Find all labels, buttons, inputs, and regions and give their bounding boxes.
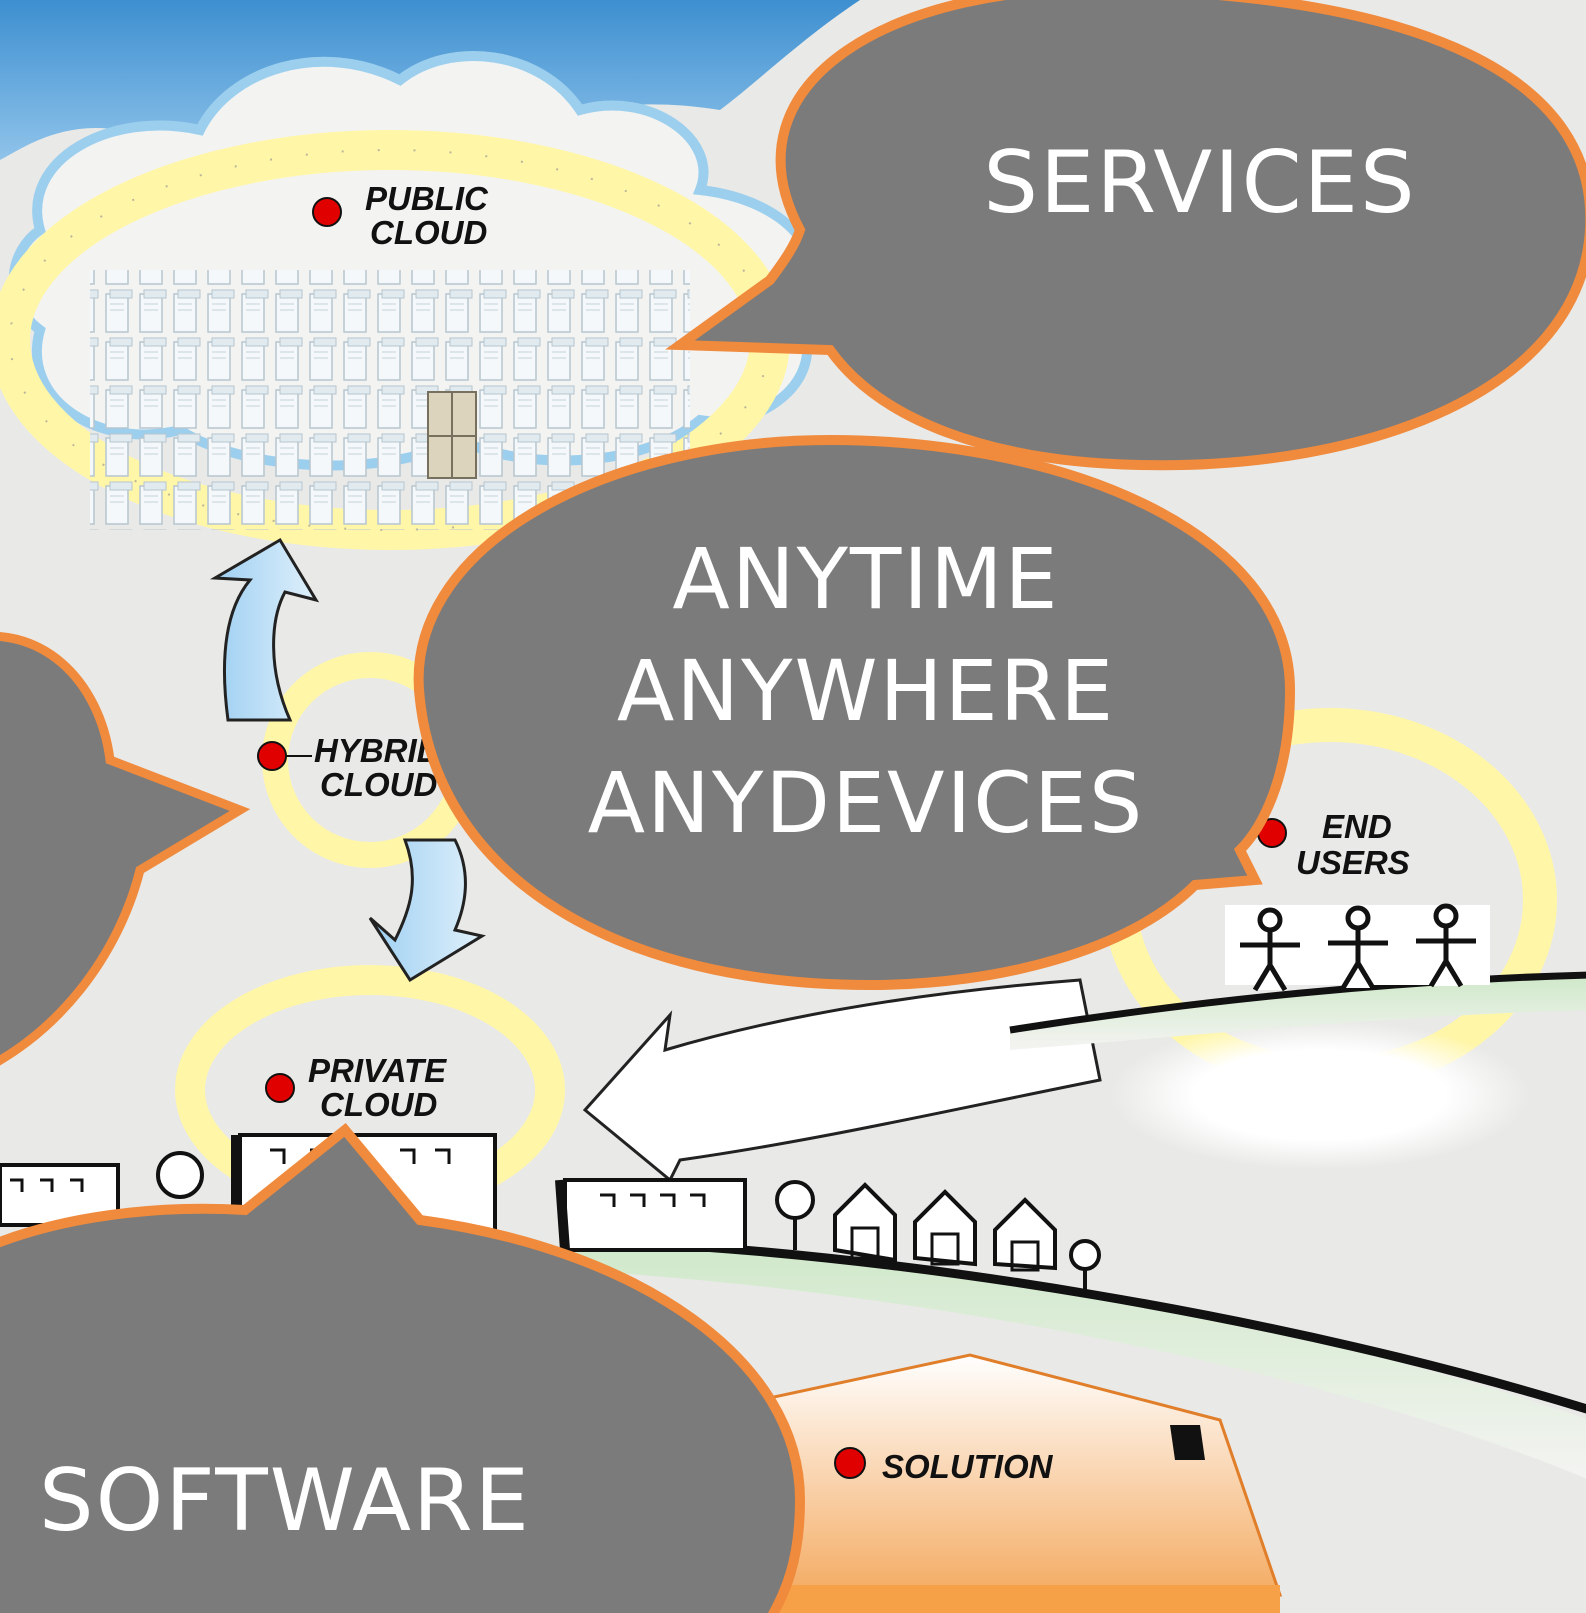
label-hybrid-cloud: HYBRID CLOUD xyxy=(257,732,441,803)
bubble-anytime: ANYTIME ANYWHERE ANYDEVICES xyxy=(413,434,1296,991)
private-cloud-line-1: PRIVATE xyxy=(308,1052,447,1089)
solution-label: SOLUTION xyxy=(882,1448,1054,1485)
bubble-left xyxy=(0,632,251,1066)
bubble-anytime-line-3: ANYDEVICES xyxy=(588,754,1145,852)
bubble-software-text: SOFTWARE xyxy=(39,1451,531,1551)
svg-text:PRIVATE: PRIVATE xyxy=(308,1052,447,1089)
bubble-software: SOFTWARE xyxy=(0,1123,806,1613)
end-users-line-2: USERS xyxy=(1296,844,1410,881)
bubble-anytime-line-2: ANYWHERE xyxy=(617,642,1115,740)
up-arrow xyxy=(209,537,320,722)
bubble-services-text: SERVICES xyxy=(983,133,1416,233)
svg-text:USERS: USERS xyxy=(1296,844,1410,881)
users-to-private-arrow xyxy=(582,978,1102,1183)
label-private-cloud: PRIVATE CLOUD xyxy=(265,1052,447,1123)
marker-dot xyxy=(312,197,342,227)
svg-text:ANYTIME: ANYTIME xyxy=(672,530,1059,628)
public-cloud-line-2: CLOUD xyxy=(370,214,487,251)
end-users-figures xyxy=(1225,903,1490,992)
svg-text:END: END xyxy=(1322,808,1392,845)
users-hill xyxy=(1010,975,1586,1050)
public-cloud-line-1: PUBLIC xyxy=(365,180,489,217)
marker-dot xyxy=(265,1073,295,1103)
svg-text:CLOUD: CLOUD xyxy=(370,214,487,251)
bubble-anytime-line-1: ANYTIME xyxy=(672,530,1059,628)
solution-platform xyxy=(758,1353,1283,1613)
svg-text:PUBLIC: PUBLIC xyxy=(365,180,489,217)
down-arrow xyxy=(368,838,486,983)
marker-dot xyxy=(257,741,287,771)
svg-text:CLOUD: CLOUD xyxy=(320,1086,437,1123)
label-end-users: END USERS xyxy=(1257,808,1410,881)
svg-text:HYBRID: HYBRID xyxy=(314,732,441,769)
private-cloud-line-2: CLOUD xyxy=(320,1086,437,1123)
town-buildings xyxy=(555,1178,1101,1290)
town-hill xyxy=(570,1240,1586,1479)
end-users-line-1: END xyxy=(1322,808,1392,845)
end-users-white-area xyxy=(1110,1020,1530,1170)
svg-text:ANYDEVICES: ANYDEVICES xyxy=(588,754,1145,852)
marker-dot xyxy=(834,1447,866,1479)
users-hill-edge xyxy=(1009,971,1586,1034)
hybrid-cloud-line-1: HYBRID xyxy=(314,732,441,769)
svg-text:CLOUD: CLOUD xyxy=(320,766,437,803)
svg-text:ANYWHERE: ANYWHERE xyxy=(617,642,1115,740)
hybrid-cloud-line-2: CLOUD xyxy=(320,766,437,803)
label-solution: SOLUTION xyxy=(834,1447,1054,1485)
label-public-cloud: PUBLIC CLOUD xyxy=(312,180,489,251)
